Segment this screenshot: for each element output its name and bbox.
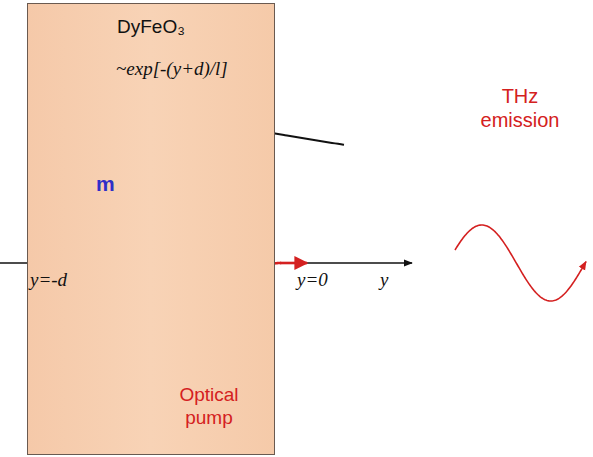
material-label: DyFeO₃ [28, 4, 274, 38]
axis-mark: y=-d [30, 269, 67, 292]
pump-arrow [280, 262, 307, 265]
emission-label: THz emission [474, 84, 566, 132]
pump-label: Optical pump [168, 384, 250, 430]
magnetization-label: m [96, 171, 115, 196]
decay-formula: ~exp[-(y+d)/l] [116, 58, 228, 81]
axis-name: y [380, 269, 388, 292]
thz-wave [455, 225, 586, 301]
axis-mark: y=0 [297, 269, 328, 292]
